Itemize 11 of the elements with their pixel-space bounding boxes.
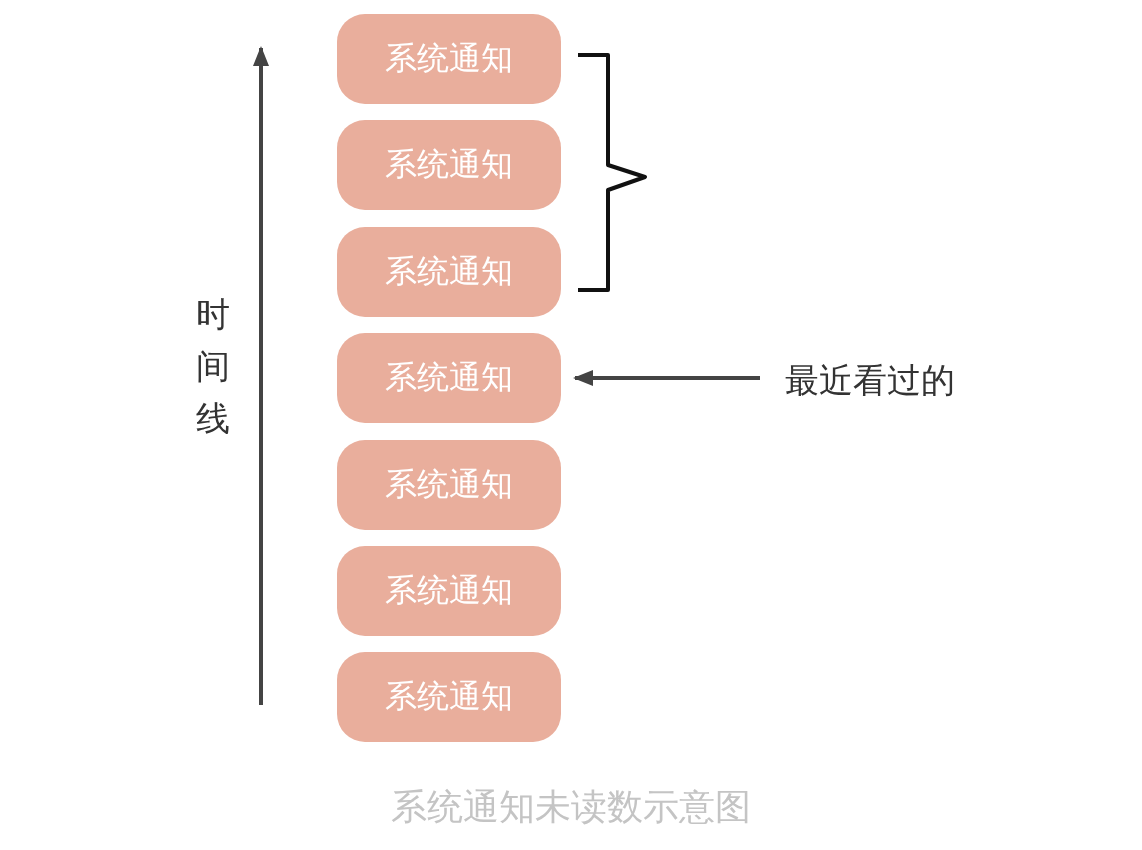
notification-box: 系统通知 (337, 546, 561, 636)
axis-label: 时间线 (195, 293, 231, 440)
caption: 系统通知未读数示意图 (390, 785, 752, 829)
notification-box: 系统通知 (337, 227, 561, 317)
notification-box: 系统通知 (337, 440, 561, 530)
notification-box: 系统通知 (337, 652, 561, 742)
note-text: 最近看过的 (785, 358, 955, 404)
notification-box: 系统通知 (337, 14, 561, 104)
notification-box: 系统通知 (337, 120, 561, 210)
notification-box: 系统通知 (337, 333, 561, 423)
arrow (573, 370, 760, 386)
